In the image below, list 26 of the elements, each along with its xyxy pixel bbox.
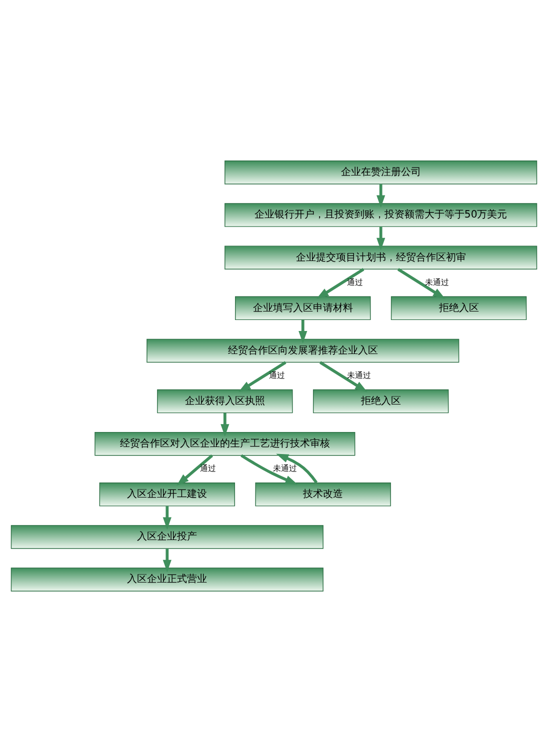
node-box: 拒绝入区 (390, 296, 527, 320)
node-box: 经贸合作区向发展署推荐企业入区 (146, 338, 460, 363)
arrow (276, 454, 318, 484)
arrow (298, 320, 308, 344)
node-box: 企业获得入区执照 (157, 389, 293, 414)
node-box: 经贸合作区对入区企业的生产工艺进行技术审核 (94, 432, 356, 456)
node-box: 企业在赞注册公司 (224, 160, 538, 184)
arrow (238, 361, 286, 392)
arrow (240, 454, 298, 484)
node-box: 企业银行开户，且投资到账，投资额需大于等于50万美元 (224, 203, 538, 227)
arrow (319, 361, 368, 392)
arrow (376, 184, 386, 208)
node-box: 企业提交项目计划书，经贸合作区初审 (224, 246, 538, 270)
node-box: 入区企业正式营业 (10, 568, 324, 592)
arrow (397, 268, 446, 299)
node-box: 拒绝入区 (312, 389, 449, 414)
node-box: 入区企业开工建设 (99, 482, 236, 506)
arrow (162, 548, 172, 572)
arrow (376, 226, 386, 250)
node-box: 入区企业投产 (10, 525, 324, 549)
arrow (162, 506, 172, 530)
node-box: 技术改造 (255, 482, 391, 506)
arrow (316, 268, 364, 299)
arrow (176, 454, 214, 486)
arrow (220, 413, 230, 436)
node-box: 企业填写入区申请材料 (235, 296, 371, 320)
